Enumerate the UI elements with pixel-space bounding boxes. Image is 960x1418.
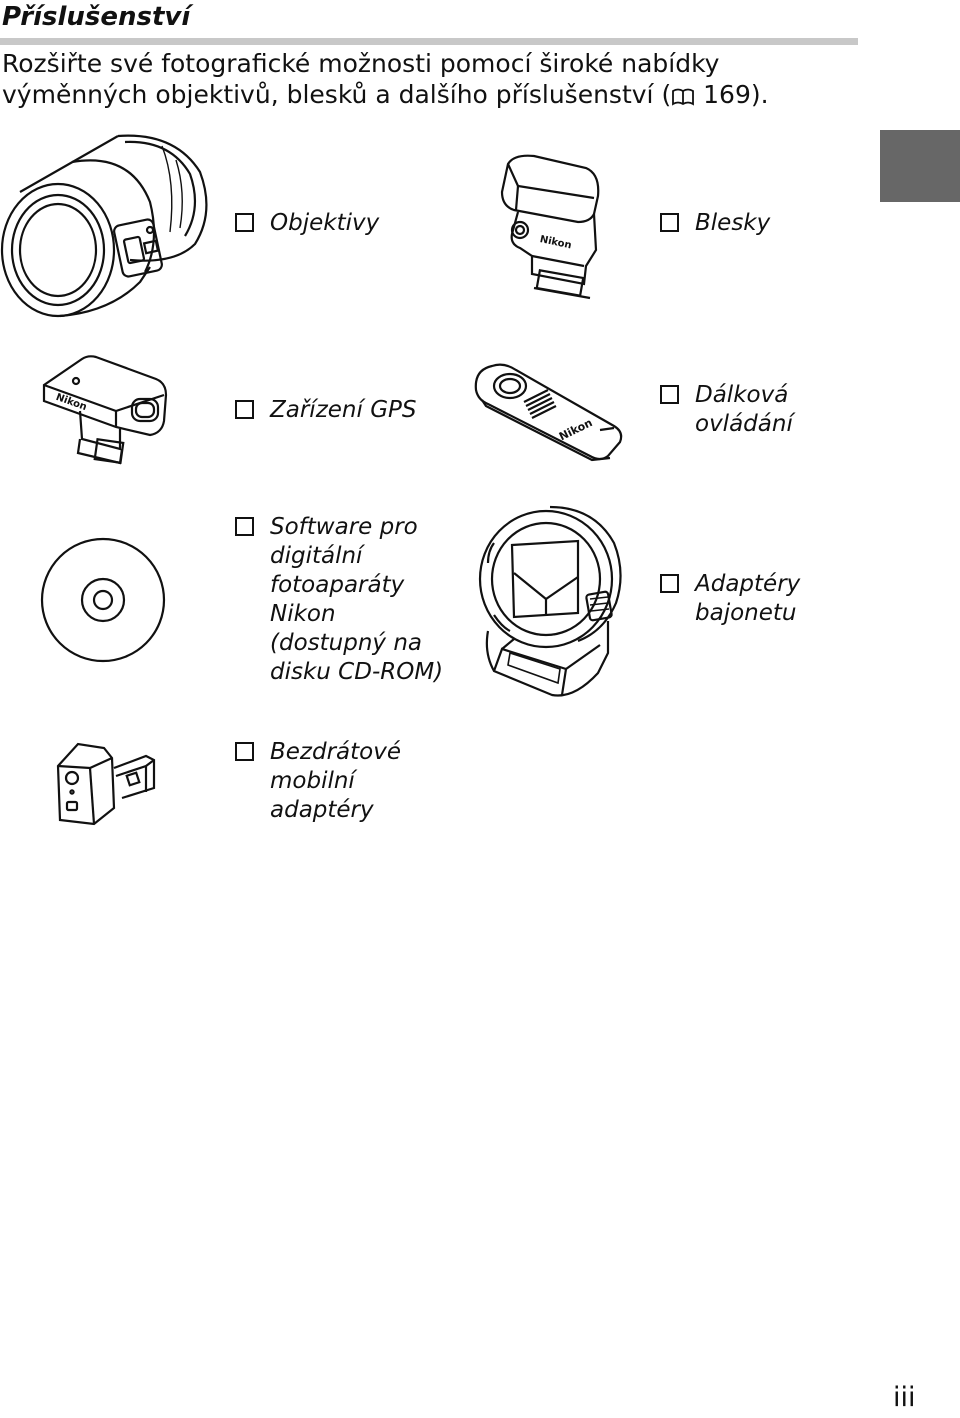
item-label: Adaptéry bajonetu [695,571,801,626]
flash-illustration: Nikon [500,154,600,300]
mount-adapter-illustration [478,505,622,697]
item-remote: Dálková ovládání [660,381,793,439]
checkbox [235,517,254,536]
item-flashes: Blesky [660,209,770,238]
item-gps: Zařízení GPS [235,396,417,425]
checkbox [660,385,679,404]
item-label: Bezdrátové mobilní adaptéry [270,739,402,823]
cd-rom-illustration [40,537,166,663]
item-label: Zařízení GPS [270,397,417,423]
lens-illustration [0,134,208,318]
checkbox [660,213,679,232]
checkbox [660,574,679,593]
item-label: Dálková ovládání [695,382,793,437]
book-icon [672,88,695,106]
item-label: Software pro digitální fotoaparáty Nikon… [270,514,444,685]
intro-text: Rozšiřte své fotografické možnosti pomoc… [2,49,720,109]
gps-illustration: Nikon [42,355,168,465]
intro-paragraph: Rozšiřte své fotografické možnosti pomoc… [2,48,862,110]
item-mount-adapter: Adaptéry bajonetu [660,570,800,628]
remote-brand-label: Nikon [557,416,595,443]
item-wireless: Bezdrátové mobilní adaptéry [235,738,401,825]
remote-illustration: Nikon [474,363,623,462]
intro-page-ref: 169). [703,80,769,109]
checkbox [235,400,254,419]
title-rule [0,38,858,45]
wireless-adapter-illustration [56,742,156,826]
flash-brand-label: Nikon [539,234,573,251]
page-title: Příslušenství [2,2,191,32]
item-label: Objektivy [270,210,380,236]
checkbox [235,742,254,761]
item-label: Blesky [695,210,771,236]
checkbox [235,213,254,232]
item-software: Software pro digitální fotoaparáty Nikon… [235,513,443,687]
page-number: iii [893,1382,916,1413]
item-lenses: Objektivy [235,209,379,238]
section-tab-marker [880,130,960,202]
